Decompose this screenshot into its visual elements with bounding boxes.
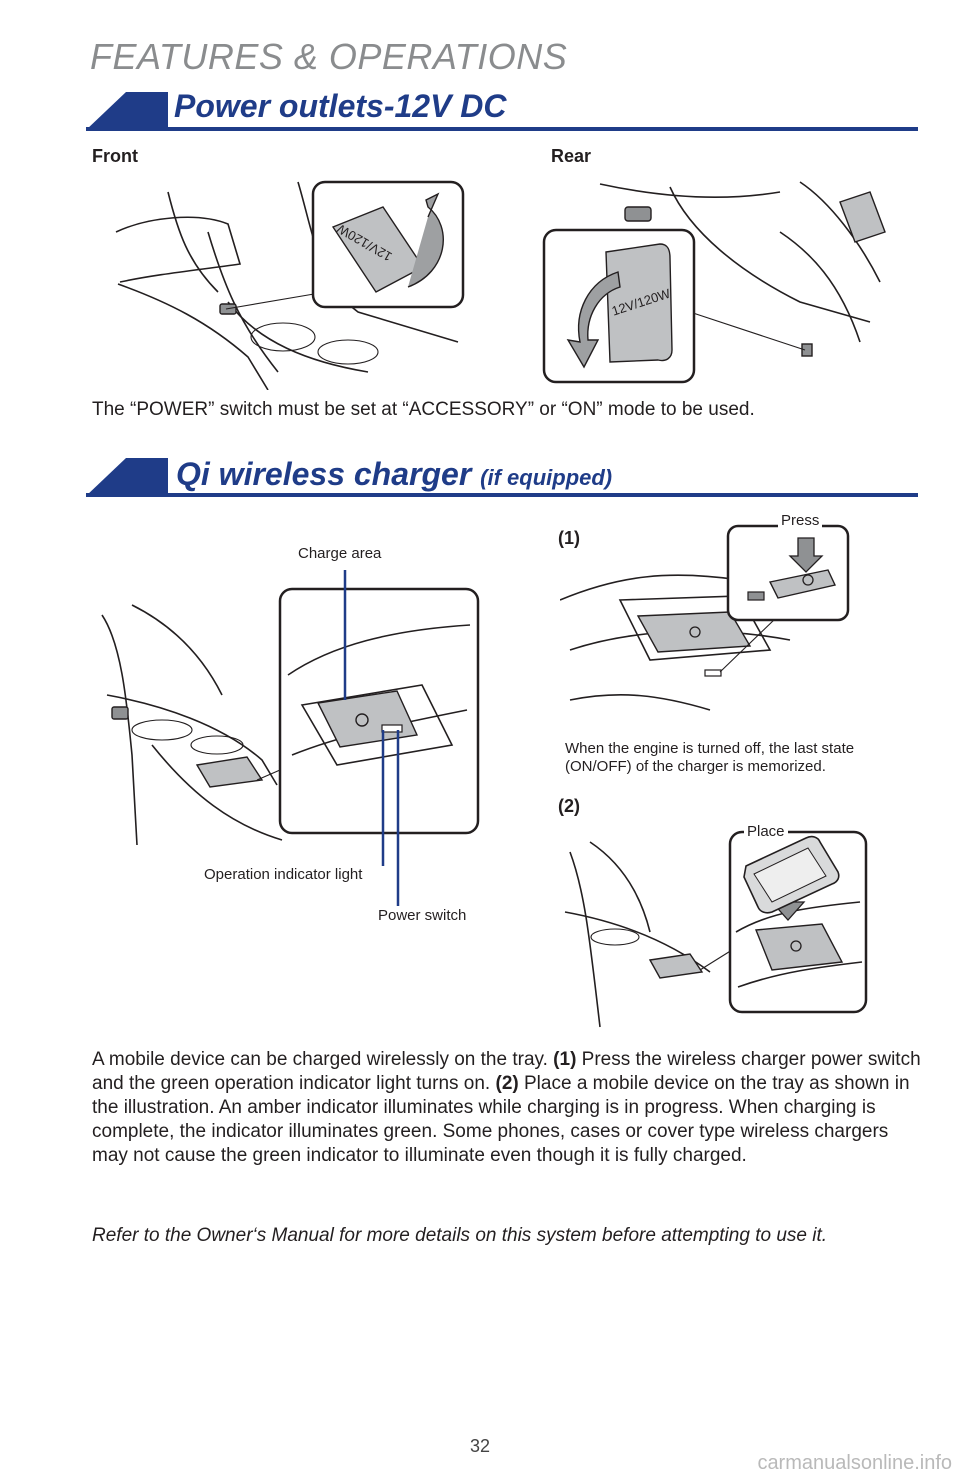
press-label: Press [778, 512, 823, 529]
power-switch-label: Power switch [378, 907, 467, 924]
step2-place-illustration [564, 830, 868, 1028]
memory-note-line1: When the engine is turned off, the last … [565, 740, 855, 757]
page-number: 32 [469, 1436, 491, 1456]
desc-step1-ref: (1) [553, 1049, 577, 1070]
desc-part-b: Press the wireless charger power switch … [92, 1049, 921, 1094]
front-label: Front [92, 146, 138, 166]
section1-rule [86, 127, 918, 131]
desc-step2-ref: (2) [495, 1073, 519, 1094]
owners-manual-note: Refer to the Owner‘s Manual for more det… [92, 1225, 828, 1246]
section2-title-suffix: (if equipped) [480, 465, 613, 490]
rear-label: Rear [551, 146, 592, 166]
front-outlet-illustration: 12V/120W [115, 180, 465, 390]
desc-part-c: Place a mobile device on the tray as sho… [92, 1073, 910, 1166]
charger-location-illustration [101, 587, 480, 846]
charger-description: A mobile device can be charged wirelessl… [92, 1048, 922, 1168]
rear-outlet-illustration: 12V/120W [542, 181, 886, 384]
memory-note-line2: (ON/OFF) of the charger is memorized. [565, 758, 826, 775]
step2-label: (2) [558, 796, 580, 816]
place-label: Place [744, 823, 788, 840]
charge-area-label: Charge area [298, 545, 382, 562]
power-switch-note: The “POWER” switch must be set at “ACCES… [92, 399, 755, 420]
step1-press-illustration [560, 524, 850, 711]
operation-indicator-label: Operation indicator light [204, 866, 363, 883]
section2-rule [86, 493, 918, 497]
watermark: carmanualsonline.info [757, 1452, 952, 1474]
step1-label: (1) [558, 528, 580, 548]
desc-part-a: A mobile device can be charged wirelessl… [92, 1049, 554, 1070]
memory-note: When the engine is turned off, the last … [565, 740, 854, 776]
chapter-title: FEATURES & OPERATIONS [90, 36, 568, 77]
section2-title-main: Qi wireless charger [176, 456, 472, 492]
section1-title: Power outlets-12V DC [174, 88, 507, 124]
section2-title: Qi wireless charger (if equipped) [176, 456, 612, 493]
